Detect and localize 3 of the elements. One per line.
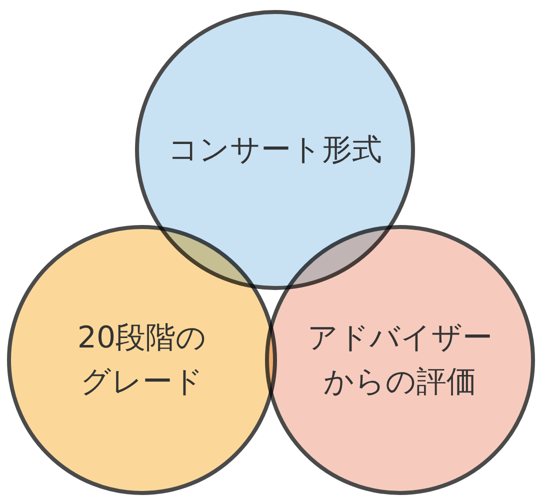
circle-label: アドバイザーからの評価 <box>306 320 494 401</box>
circle-label: コンサート形式 <box>167 131 383 170</box>
circle-label: 20段階のグレード <box>76 320 208 401</box>
